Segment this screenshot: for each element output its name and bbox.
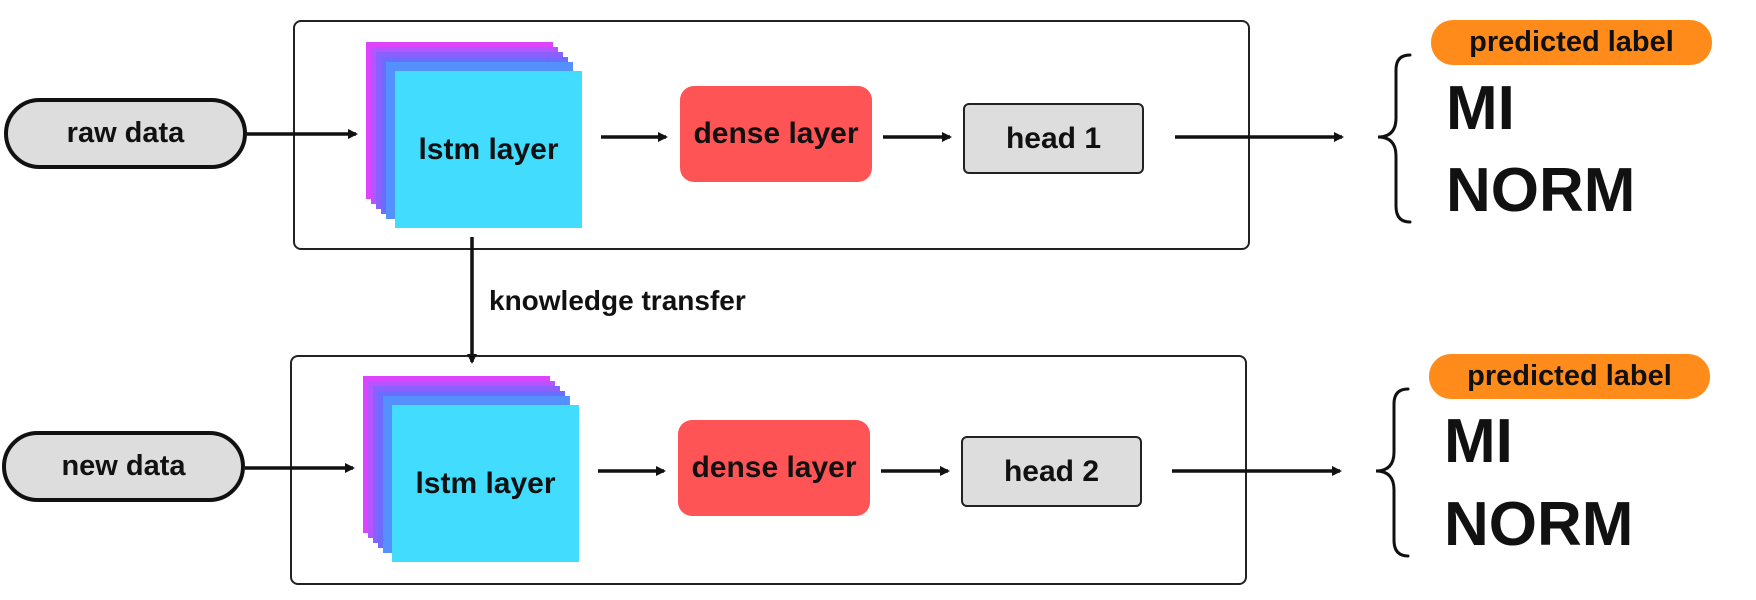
lstm-stack-top: lstm layer (366, 42, 586, 232)
predicted-label-badge-top: predicted label (1431, 20, 1712, 65)
dense-layer-bottom: dense layer (678, 420, 870, 516)
lstm-layer-bottom: lstm layer (392, 405, 579, 562)
class-label-mi-top: MI (1446, 74, 1515, 143)
raw-data-input: raw data (4, 98, 247, 169)
predicted-label-badge-bottom: predicted label (1429, 354, 1710, 399)
dense-layer-top: dense layer (680, 86, 872, 182)
class-label-norm-top: NORM (1446, 156, 1636, 225)
knowledge-transfer-label: knowledge transfer (489, 285, 746, 316)
lstm-layer-top: lstm layer (395, 71, 582, 228)
head-1: head 1 (963, 103, 1144, 174)
class-label-mi-bottom: MI (1444, 407, 1513, 476)
brace-bottom (1375, 387, 1410, 558)
head-2: head 2 (961, 436, 1142, 507)
class-label-norm-bottom: NORM (1444, 490, 1634, 559)
new-data-input: new data (2, 431, 245, 502)
lstm-stack-bottom: lstm layer (363, 376, 583, 566)
brace-top (1377, 53, 1412, 224)
